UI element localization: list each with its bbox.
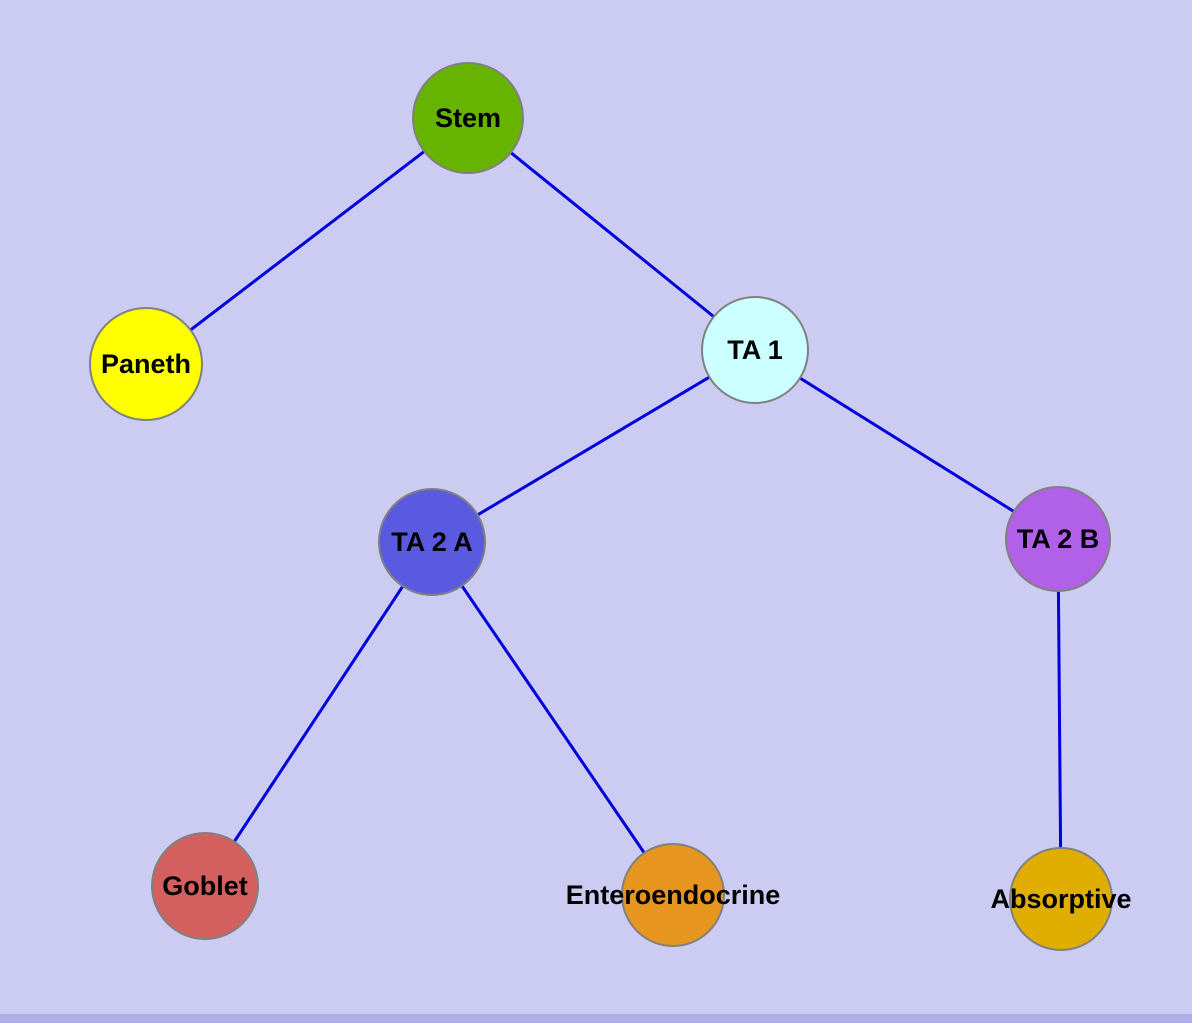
node-paneth[interactable]: Paneth [89, 307, 203, 421]
node-circle-ta-2-a[interactable] [378, 488, 486, 596]
edge-ta-2-a-to-enteroendocrine [430, 541, 675, 896]
node-absorptive[interactable]: Absorptive [990, 847, 1132, 951]
node-circle-absorptive[interactable] [1009, 847, 1113, 951]
edge-ta-1-to-ta-2-a [431, 348, 756, 544]
edge-ta-2-a-to-goblet [203, 541, 434, 887]
node-circle-enteroendocrine[interactable] [621, 843, 725, 947]
node-circle-goblet[interactable] [151, 832, 259, 940]
node-ta-1[interactable]: TA 1 [701, 296, 809, 404]
edge-stem-to-paneth [145, 116, 469, 366]
node-circle-paneth[interactable] [89, 307, 203, 421]
node-circle-ta-1[interactable] [701, 296, 809, 404]
node-stem[interactable]: Stem [412, 62, 524, 174]
node-ta-2-a[interactable]: TA 2 A [378, 488, 486, 596]
node-circle-ta-2-b[interactable] [1005, 486, 1111, 592]
node-enteroendocrine[interactable]: Enteroendocrine [566, 843, 781, 947]
canvas-bottom-edge [0, 1014, 1192, 1023]
node-circle-stem[interactable] [412, 62, 524, 174]
edge-ta-2-b-to-absorptive [1056, 538, 1063, 900]
node-ta-2-b[interactable]: TA 2 B [1005, 486, 1111, 592]
node-goblet[interactable]: Goblet [151, 832, 259, 940]
edge-ta-1-to-ta-2-b [754, 348, 1059, 541]
edge-stem-to-ta-1 [467, 116, 756, 352]
